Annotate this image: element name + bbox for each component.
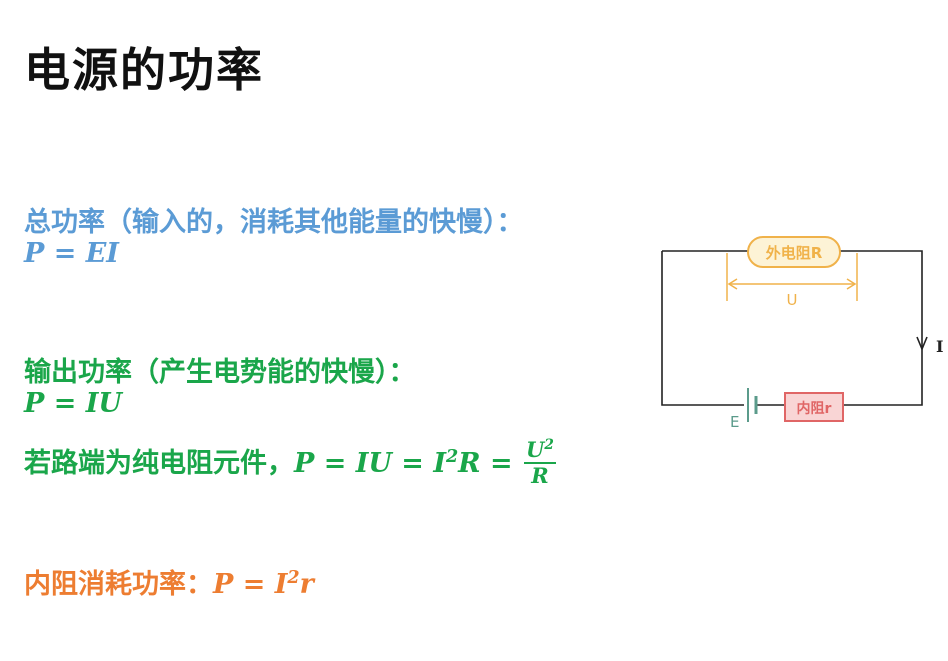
voltage-label: U xyxy=(787,291,798,309)
internal-resistor-label: 内阻r xyxy=(797,400,832,417)
internal-power-label: 内阻消耗功率： xyxy=(24,569,213,600)
fraction-numerator-base: U xyxy=(526,437,545,462)
pure-resistor-exponent: 2 xyxy=(445,447,459,468)
fraction-numerator: U2 xyxy=(524,437,556,465)
fraction-numerator-exp: 2 xyxy=(544,437,554,453)
external-resistor-label: 外电阻R xyxy=(765,244,823,262)
pure-resistor-formula-part2: R = xyxy=(458,448,523,480)
output-power-label: 输出功率（产生电势能的快慢）： xyxy=(24,357,416,388)
voltage-arrow-right xyxy=(846,278,857,290)
internal-power-line: 内阻消耗功率：P = I2r xyxy=(24,562,314,601)
internal-power-exponent: 2 xyxy=(287,568,300,588)
external-resistor xyxy=(747,236,841,268)
total-power-label: 总功率（输入的，消耗其他能量的快慢）： xyxy=(24,207,524,238)
voltage-arrow-left xyxy=(727,278,738,290)
fraction-denominator: R xyxy=(531,463,549,489)
current-arrow-icon xyxy=(916,336,928,352)
circuit-diagram: 外电阻R U I E 内阻r xyxy=(661,236,943,431)
circuit-wires xyxy=(661,250,923,406)
total-power-formula: P = EI xyxy=(24,238,119,269)
output-power-formula: P = IU xyxy=(24,388,122,419)
internal-power-formula-part1: P = I xyxy=(213,569,288,600)
internal-resistor xyxy=(784,392,844,422)
pure-resistor-label: 若路端为纯电阻元件， xyxy=(24,448,294,480)
page-title: 电源的功率 xyxy=(24,43,264,97)
internal-power-formula-part2: r xyxy=(299,569,314,600)
emf-label: E xyxy=(730,413,739,431)
pure-resistor-formula-part1: P = IU = I xyxy=(294,448,446,480)
current-label: I xyxy=(936,337,943,356)
